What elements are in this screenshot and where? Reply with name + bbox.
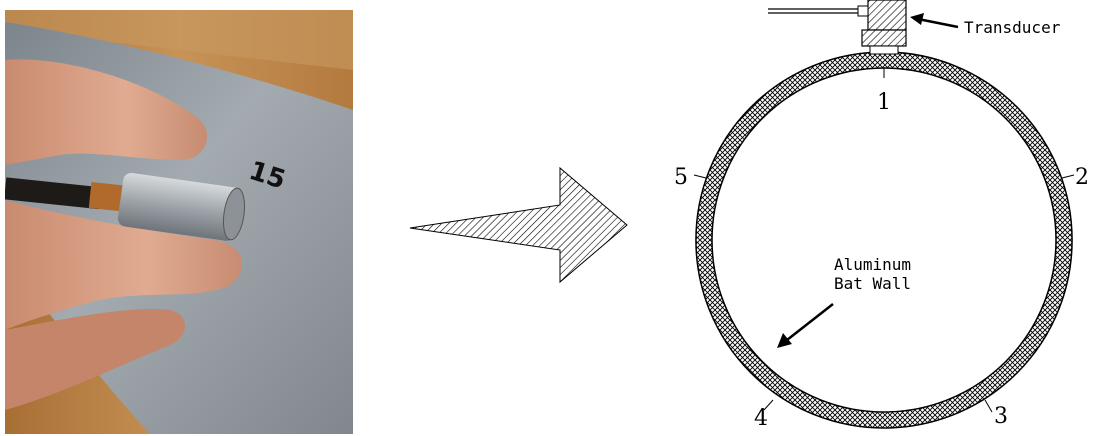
direction-arrow [410, 168, 627, 282]
position-label-1: 1 [877, 90, 891, 115]
wall-label-line2: Bat Wall [834, 274, 911, 293]
transducer-body [868, 0, 906, 30]
transducer-label: Transducer [964, 18, 1061, 37]
photo: 15 [4, 10, 353, 434]
position-label-2: 2 [1075, 165, 1089, 190]
wall-label-line1: Aluminum [834, 255, 911, 274]
transducer-head [862, 30, 906, 46]
position-label-5: 5 [674, 165, 688, 190]
cross-section-diagram: Transducer Aluminum Bat Wall 1 2 3 4 5 [674, 0, 1089, 431]
position-label-4: 4 [754, 406, 768, 431]
position-label-3: 3 [994, 404, 1008, 429]
transducer-pointer [918, 19, 958, 27]
wall-pointer [787, 304, 833, 340]
